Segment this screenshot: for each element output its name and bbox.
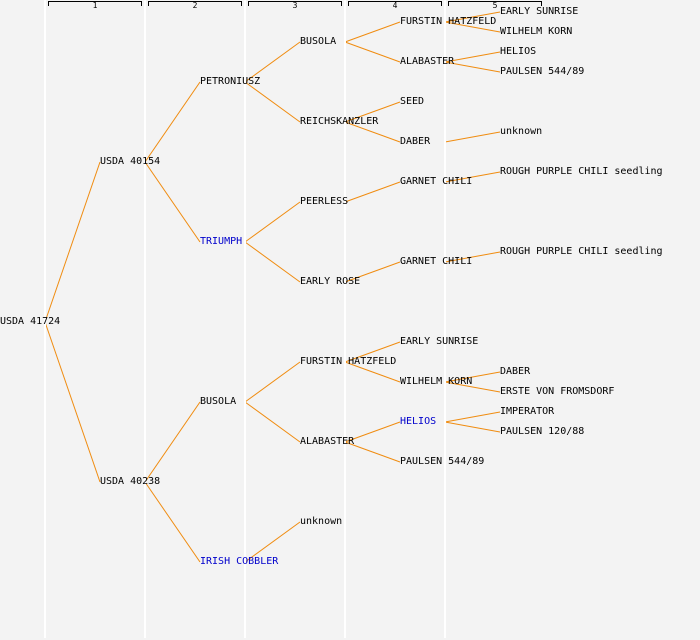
- connector-line: [444, 381, 501, 393]
- variety-name: USDA 40154: [100, 156, 161, 167]
- variety-name: REICHSKANZLER: [300, 116, 379, 127]
- generation-header-bracket: [248, 1, 342, 6]
- connector-line: [444, 21, 501, 33]
- connector-line: [444, 251, 501, 263]
- variety-name: USDA 40238: [100, 476, 161, 487]
- connector-line: [444, 171, 501, 183]
- variety-name: USDA 41724: [0, 316, 61, 327]
- variety-name: FURSTIN HATZFELD: [400, 16, 497, 27]
- connector-line: [244, 521, 301, 563]
- connector-line: [144, 401, 201, 483]
- variety-name: ROUGH PURPLE CHILI seedling: [500, 246, 663, 257]
- variety-name: SEED: [400, 96, 425, 107]
- connector-line: [144, 161, 201, 243]
- variety-name: ALABASTER: [400, 56, 455, 67]
- connector-line: [344, 181, 401, 203]
- variety-name: BUSOLA: [300, 36, 337, 47]
- variety-name: PAULSEN 120/88: [500, 426, 585, 437]
- variety-name: GARNET CHILI: [400, 176, 473, 187]
- generation-header-bracket: [348, 1, 442, 6]
- variety-name: PEERLESS: [300, 196, 349, 207]
- variety-name: FURSTIN HATZFELD: [300, 356, 397, 367]
- variety-name: ALABASTER: [300, 436, 355, 447]
- variety-name: ERSTE VON FROMSDORF: [500, 386, 615, 397]
- connector-line: [444, 61, 501, 73]
- variety-name: HELIOS: [500, 46, 537, 57]
- generation-header-label: 3: [292, 1, 298, 10]
- connector-line: [444, 371, 501, 383]
- variety-link[interactable]: TRIUMPH: [200, 236, 243, 247]
- variety-name: EARLY SUNRISE: [400, 336, 479, 347]
- variety-name: DABER: [400, 136, 431, 147]
- generation-header-label: 5: [492, 1, 498, 10]
- variety-name: EARLY ROSE: [300, 276, 361, 287]
- variety-name: WILHELM KORN: [400, 376, 473, 387]
- connector-line: [344, 41, 401, 63]
- generation-separator: [44, 0, 46, 638]
- generation-separator: [344, 0, 346, 638]
- connector-line: [344, 421, 401, 443]
- connector-line: [44, 161, 101, 323]
- generation-separator: [144, 0, 146, 638]
- variety-name: PETRONIUSZ: [200, 76, 261, 87]
- connector-line: [144, 81, 201, 163]
- connector-line: [344, 261, 401, 283]
- variety-name: ROUGH PURPLE CHILI seedling: [500, 166, 663, 177]
- connector-line: [244, 241, 301, 283]
- generation-header-bracket: [148, 1, 242, 6]
- connector-line: [444, 51, 501, 63]
- connector-line: [244, 201, 301, 243]
- generation-header-bracket: [448, 1, 542, 6]
- connector-line: [444, 131, 501, 143]
- connector-line: [144, 481, 201, 563]
- generation-header-label: 4: [392, 1, 398, 10]
- connector-line: [344, 361, 401, 383]
- variety-link[interactable]: IRISH COBBLER: [200, 556, 279, 567]
- variety-name: EARLY SUNRISE: [500, 6, 579, 17]
- variety-name: GARNET CHILI: [400, 256, 473, 267]
- generation-separator: [244, 0, 246, 638]
- variety-name: unknown: [300, 516, 343, 527]
- connector-line: [244, 81, 301, 123]
- connector-line: [244, 401, 301, 443]
- connector-line: [344, 21, 401, 43]
- variety-name: DABER: [500, 366, 531, 377]
- generation-separator: [444, 0, 446, 638]
- connector-line: [444, 411, 501, 423]
- generation-header-label: 2: [192, 1, 198, 10]
- connector-line: [344, 121, 401, 143]
- connector-line: [344, 341, 401, 363]
- connector-line: [344, 101, 401, 123]
- connector-line: [344, 441, 401, 463]
- variety-name: PAULSEN 544/89: [500, 66, 585, 77]
- variety-name: PAULSEN 544/89: [400, 456, 485, 467]
- connector-line: [244, 41, 301, 83]
- connector-line: [244, 361, 301, 403]
- variety-link[interactable]: HELIOS: [400, 416, 437, 427]
- variety-name: WILHELM KORN: [500, 26, 573, 37]
- variety-name: BUSOLA: [200, 396, 237, 407]
- generation-header-label: 1: [92, 1, 98, 10]
- connector-line: [444, 421, 501, 433]
- generation-header-bracket: [48, 1, 142, 6]
- variety-name: IMPERATOR: [500, 406, 555, 417]
- variety-name: unknown: [500, 126, 543, 137]
- connector-line: [44, 321, 101, 483]
- connector-line: [444, 11, 501, 23]
